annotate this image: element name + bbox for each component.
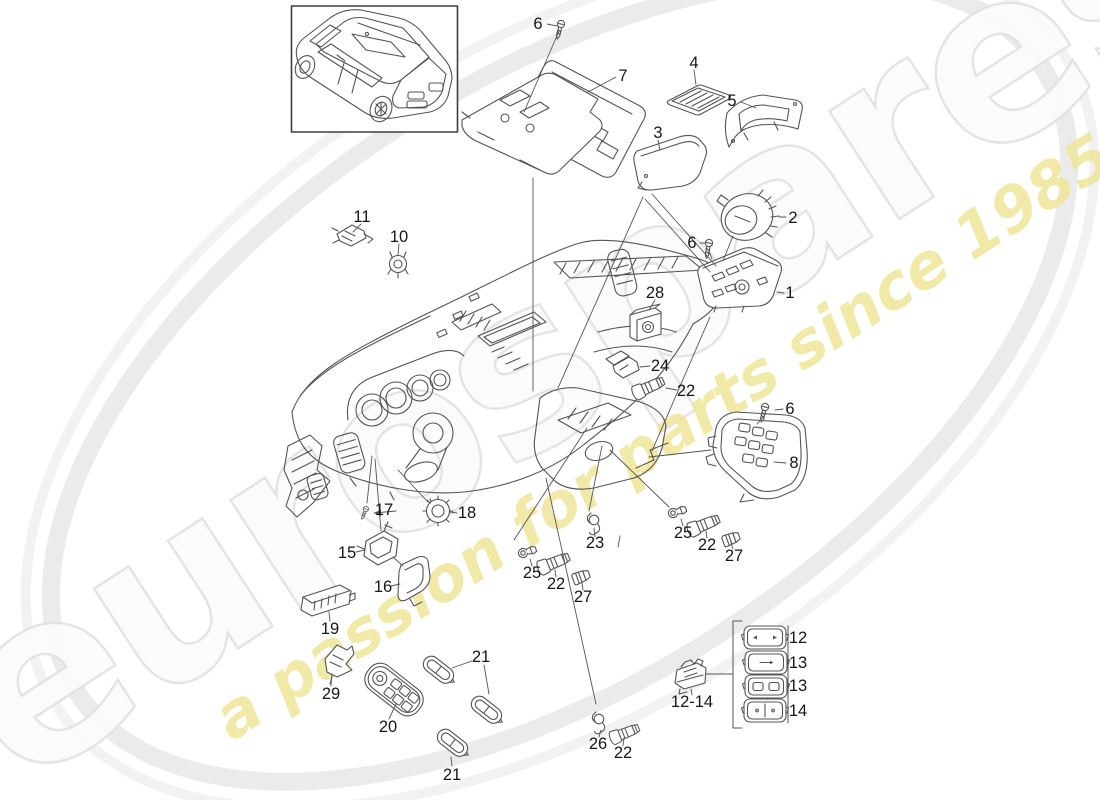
part-29-drawing[interactable] bbox=[324, 644, 355, 685]
part-19-drawing[interactable] bbox=[300, 584, 356, 617]
part-4-drawing[interactable] bbox=[666, 84, 732, 116]
vehicle-thumbnail bbox=[290, 5, 459, 133]
part-label-6-top[interactable]: 6 bbox=[533, 14, 543, 33]
part-label-13-upper[interactable]: 13 bbox=[788, 653, 808, 672]
part-10-drawing[interactable] bbox=[387, 251, 409, 279]
part-label-8[interactable]: 8 bbox=[789, 453, 799, 472]
part-12-14-drawing[interactable] bbox=[674, 658, 707, 695]
part-8-drawing[interactable] bbox=[705, 411, 808, 503]
part-label-29[interactable]: 29 bbox=[321, 684, 341, 703]
part-2-drawing[interactable] bbox=[715, 187, 780, 247]
part-label-21-upper[interactable]: 21 bbox=[471, 647, 491, 666]
part-label-22-bottom[interactable]: 22 bbox=[613, 743, 633, 762]
part-25-right-drawing[interactable] bbox=[666, 503, 688, 520]
part-16-drawing[interactable] bbox=[397, 555, 431, 607]
part-1-drawing[interactable] bbox=[697, 247, 783, 313]
part-label-3[interactable]: 3 bbox=[653, 123, 663, 142]
part-13-upper-drawing[interactable] bbox=[741, 650, 791, 675]
part-label-10[interactable]: 10 bbox=[389, 227, 409, 246]
part-label-23[interactable]: 23 bbox=[585, 533, 605, 552]
leader-lines bbox=[328, 23, 787, 767]
part-label-15[interactable]: 15 bbox=[337, 543, 357, 562]
part-label-11[interactable]: 11 bbox=[353, 207, 371, 226]
part-3-drawing[interactable] bbox=[633, 134, 708, 191]
part-21-upper-drawing[interactable] bbox=[419, 652, 460, 689]
part-label-12-14[interactable]: 12-14 bbox=[670, 692, 714, 711]
part-label-1[interactable]: 1 bbox=[785, 283, 795, 302]
bracket-12-14 bbox=[705, 620, 789, 729]
part-label-14[interactable]: 14 bbox=[788, 701, 808, 720]
part-label-19[interactable]: 19 bbox=[320, 619, 340, 638]
part-label-27-right[interactable]: 27 bbox=[724, 546, 744, 565]
part-label-27-left[interactable]: 27 bbox=[573, 587, 593, 606]
part-label-6-right[interactable]: 6 bbox=[785, 399, 795, 418]
part-28-drawing[interactable] bbox=[629, 303, 662, 342]
part-24-drawing[interactable] bbox=[605, 350, 640, 379]
part-20-drawing[interactable] bbox=[360, 658, 429, 721]
part-label-6-mid[interactable]: 6 bbox=[687, 233, 697, 252]
part-label-26[interactable]: 26 bbox=[588, 734, 608, 753]
part-label-22-left[interactable]: 22 bbox=[546, 574, 566, 593]
part-label-25-left[interactable]: 25 bbox=[522, 563, 542, 582]
part-label-2[interactable]: 2 bbox=[788, 208, 798, 227]
part-label-22-console[interactable]: 22 bbox=[676, 381, 696, 400]
part-27-left-drawing[interactable] bbox=[570, 568, 592, 586]
part-label-28[interactable]: 28 bbox=[645, 283, 665, 302]
part-label-17[interactable]: 17 bbox=[374, 500, 394, 519]
part-label-22-right[interactable]: 22 bbox=[697, 535, 717, 554]
part-26-drawing[interactable] bbox=[591, 711, 606, 735]
part-label-13-lower[interactable]: 13 bbox=[788, 676, 808, 695]
part-15-drawing[interactable] bbox=[356, 521, 399, 566]
part-7-drawing[interactable] bbox=[461, 60, 646, 178]
part-label-25-right[interactable]: 25 bbox=[673, 523, 693, 542]
part-18-drawing[interactable] bbox=[422, 495, 454, 527]
part-label-21-lower[interactable]: 21 bbox=[442, 765, 462, 784]
part-14-drawing[interactable] bbox=[740, 698, 790, 723]
part-label-4[interactable]: 4 bbox=[689, 53, 699, 72]
part-12-drawing[interactable] bbox=[740, 625, 790, 650]
part-label-16[interactable]: 16 bbox=[373, 577, 393, 596]
part-label-7[interactable]: 7 bbox=[618, 66, 628, 85]
part-13-lower-drawing[interactable] bbox=[741, 674, 791, 699]
part-label-24[interactable]: 24 bbox=[650, 356, 670, 375]
part-label-18[interactable]: 18 bbox=[457, 503, 477, 522]
part-label-12[interactable]: 12 bbox=[788, 628, 808, 647]
part-label-5[interactable]: 5 bbox=[727, 91, 737, 110]
part-11-drawing[interactable] bbox=[331, 224, 374, 247]
part-label-20[interactable]: 20 bbox=[378, 717, 398, 736]
